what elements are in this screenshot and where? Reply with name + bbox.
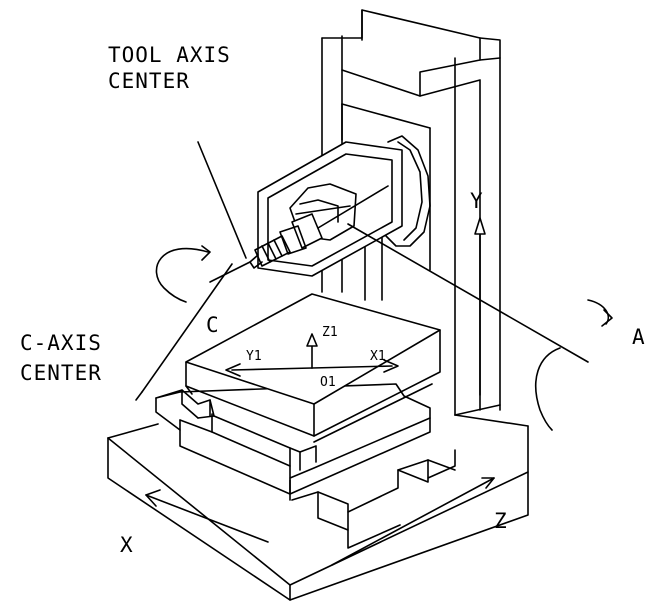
tool-axis-center-label-line2: CENTER xyxy=(108,69,190,93)
tool-axis-center-label-line1: TOOL AXIS xyxy=(108,43,231,67)
table-assembly xyxy=(155,293,441,495)
x-axis-label: X xyxy=(120,533,134,557)
z-axis-label: Z xyxy=(494,509,508,533)
spindle-head xyxy=(249,135,431,277)
c-axis-center-label-line2: CENTER xyxy=(20,361,102,385)
c-axis-label: C xyxy=(206,313,220,337)
a-axis-label: A xyxy=(632,325,646,349)
machine-axis-arrows xyxy=(145,217,613,566)
z1-label: Z1 xyxy=(322,325,338,340)
y-axis-label: Y xyxy=(470,189,484,213)
c-axis-center-label-line1: C-AXIS xyxy=(20,331,102,355)
y1-label: Y1 xyxy=(246,349,262,364)
labels: TOOL AXIS CENTER C-AXIS CENTER C A X Y Z… xyxy=(20,43,646,557)
x1-label: X1 xyxy=(370,349,386,364)
leader-lines xyxy=(135,141,247,401)
o1-label: O1 xyxy=(320,375,336,390)
axis-center-lines xyxy=(141,185,589,393)
table-coordinate-arrows xyxy=(225,333,399,377)
